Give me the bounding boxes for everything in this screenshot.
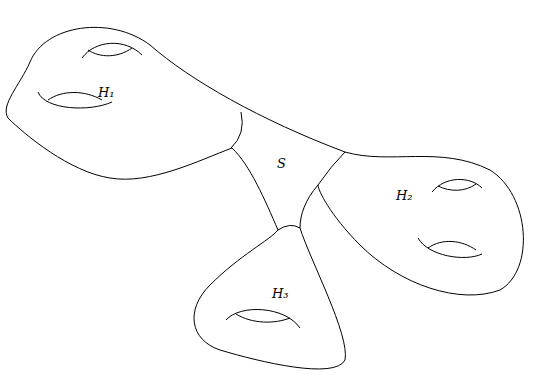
handle xyxy=(428,241,476,250)
surface-outline xyxy=(6,27,523,369)
handle xyxy=(438,184,476,190)
handle xyxy=(432,179,482,192)
handle xyxy=(48,93,102,101)
handle xyxy=(88,48,132,56)
neck-curve xyxy=(278,225,300,230)
handle xyxy=(236,314,290,322)
region-label: H₃ xyxy=(272,287,289,300)
neck-curve xyxy=(231,112,242,148)
region-label: S xyxy=(277,157,286,170)
region-label: H₂ xyxy=(396,189,413,202)
handle xyxy=(82,43,142,58)
handle xyxy=(418,238,482,257)
region-label: H₁ xyxy=(98,86,115,99)
neck-curve xyxy=(318,152,345,185)
handle xyxy=(226,310,300,328)
